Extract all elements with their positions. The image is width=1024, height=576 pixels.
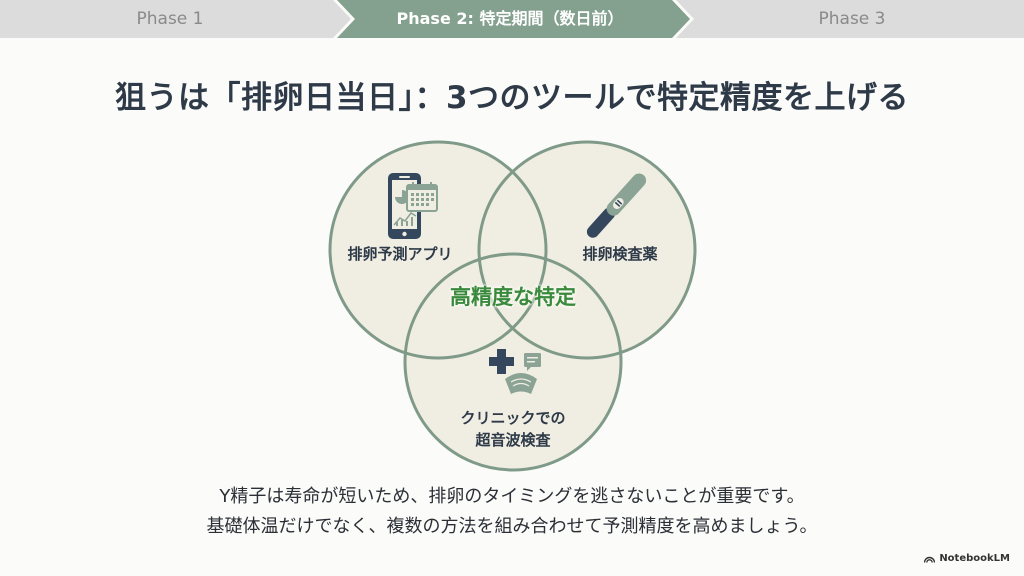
circle-clinic [403, 252, 623, 472]
brand-label: NotebookLM [939, 553, 1010, 564]
phase-2-step-active: Phase 2: 特定期間（数日前） [396, 9, 624, 28]
venn-label-clinic: クリニックでの 超音波検査 [443, 407, 583, 451]
smartphone-calendar-chart-icon [388, 173, 438, 239]
venn-center-label: 高精度な特定 [450, 285, 576, 309]
phase-1-step: Phase 1 [136, 9, 204, 29]
ovulation-test-stick-icon [586, 173, 647, 238]
phase-bar: Phase 1 Phase 2: 特定期間（数日前） Phase 3 [0, 0, 1024, 38]
slide-caption: Y精子は寿命が短いため、排卵のタイミングを逃さないことが重要です。 基礎体温だけ… [0, 482, 1024, 542]
caption-line-1: Y精子は寿命が短いため、排卵のタイミングを逃さないことが重要です。 [219, 486, 805, 507]
notebooklm-brand: NotebookLM [924, 553, 1010, 564]
venn-label-clinic-line1: クリニックでの [460, 409, 566, 427]
circle-test [477, 140, 697, 360]
venn-label-app: 排卵予測アプリ [347, 245, 453, 263]
circle-app [328, 140, 548, 360]
venn-label-clinic-line2: 超音波検査 [475, 431, 551, 449]
medical-cross-ultrasound-icon [489, 349, 541, 394]
phase-3-step: Phase 3 [818, 9, 886, 29]
caption-line-2: 基礎体温だけでなく、複数の方法を組み合わせて予測精度を高めましょう。 [206, 516, 818, 537]
phase-bar-shapes [0, 0, 1024, 38]
venn-label-test-kit: 排卵検査薬 [582, 245, 658, 263]
slide-title: 狙うは「排卵日当日」：3つのツールで特定精度を上げる [114, 80, 910, 116]
notebooklm-logo-icon [924, 556, 936, 563]
